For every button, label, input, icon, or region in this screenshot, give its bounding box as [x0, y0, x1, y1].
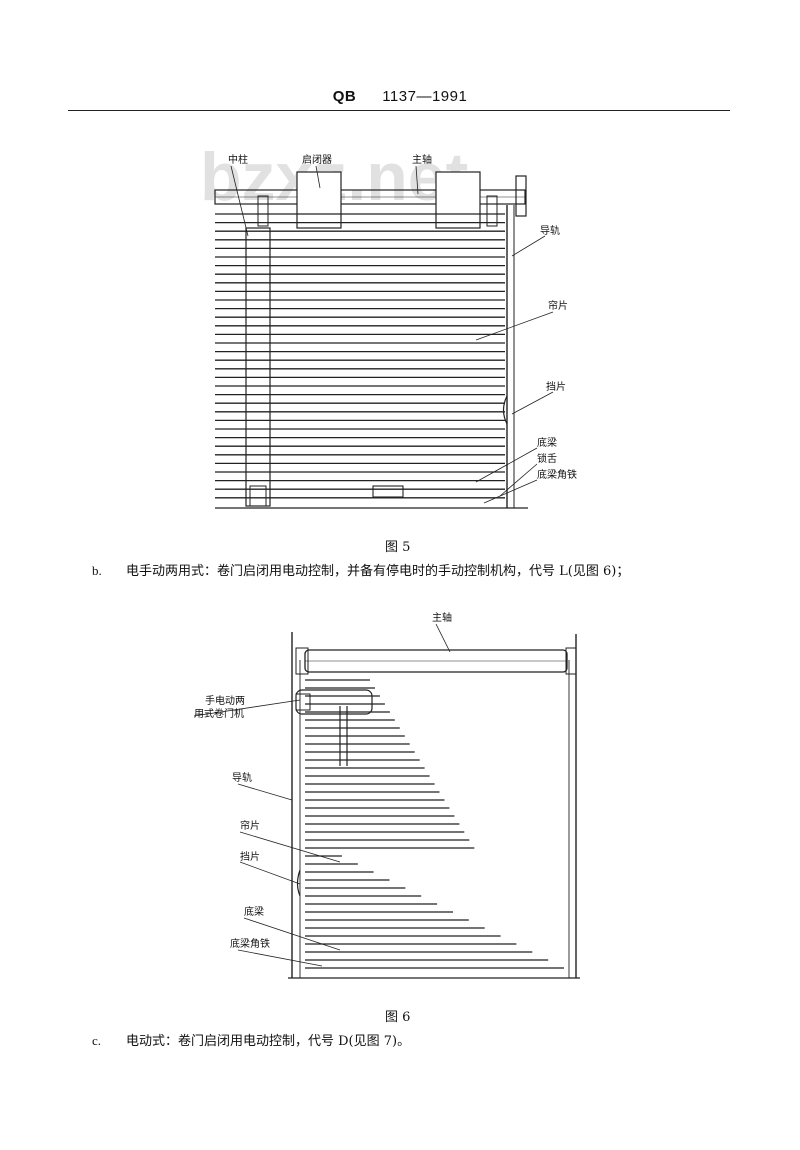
paragraph-b-text: 电手动两用式：卷门启闭用电动控制，并备有停电时的手动控制机构，代号 L(见图 6…	[126, 564, 630, 579]
label-opener: 启闭器	[302, 153, 332, 166]
paragraph-c-index: c.	[92, 1033, 102, 1048]
label-curtain-slat: 帘片	[548, 299, 568, 312]
label-main-shaft-6: 主轴	[432, 611, 452, 624]
figure-5-drawing	[214, 165, 554, 509]
paragraph-b-index: b.	[92, 563, 102, 578]
label-middle-post: 中柱	[228, 153, 248, 166]
label-door-machine-1: 手电动两	[205, 694, 245, 707]
opener-box-right	[435, 171, 481, 229]
paragraph-b: b. 电手动两用式：卷门启闭用电动控制，并备有停电时的手动控制机构，代号 L(见图…	[92, 560, 629, 579]
paragraph-c-text: 电动式：卷门启闭用电动控制，代号 D(见图 7)。	[126, 1034, 411, 1049]
label-bottom-angle-iron-6: 底梁角铁	[230, 937, 270, 950]
label-bottom-beam-6: 底梁	[244, 905, 264, 918]
curtain-slats-5	[215, 213, 505, 499]
figure-6-drawing	[193, 623, 580, 979]
label-blocking-piece: 挡片	[546, 380, 566, 393]
shaft-end-wheel	[515, 175, 527, 217]
label-guide-rail: 导轨	[540, 224, 560, 237]
label-lock-tongue: 锁舌	[537, 452, 557, 465]
header-rule	[68, 110, 730, 111]
figure-6-labels: 主轴 手电动两 用式卷门机 导轨 帘片 挡片 底梁 底梁角铁	[194, 611, 452, 950]
label-curtain-slat-6: 帘片	[240, 819, 260, 832]
standard-code: QB	[332, 88, 357, 105]
label-guide-rail-6: 导轨	[232, 771, 252, 784]
middle-post	[245, 227, 271, 507]
curtain-slats-6	[305, 679, 564, 969]
blocking-piece	[502, 395, 508, 425]
standard-number: 1137—1991	[382, 88, 468, 105]
figure-6-caption: 图 6	[385, 1010, 411, 1025]
paragraph-c: c. 电动式：卷门启闭用电动控制，代号 D(见图 7)。	[92, 1030, 410, 1049]
figure-5-labels: 中柱 启闭器 主轴 导轨 帘片 挡片 底梁 锁舌 底梁角铁	[228, 153, 577, 481]
page-header: QB 1137—1991	[0, 88, 800, 105]
lock-tongue	[372, 485, 404, 498]
label-door-machine-2: 用式卷门机	[194, 707, 244, 720]
label-blocking-piece-6: 挡片	[240, 850, 260, 863]
label-bottom-beam: 底梁	[537, 436, 557, 449]
label-bottom-angle-iron: 底梁角铁	[537, 468, 577, 481]
label-main-shaft: 主轴	[412, 153, 432, 166]
figure-5-caption: 图 5	[385, 540, 411, 555]
